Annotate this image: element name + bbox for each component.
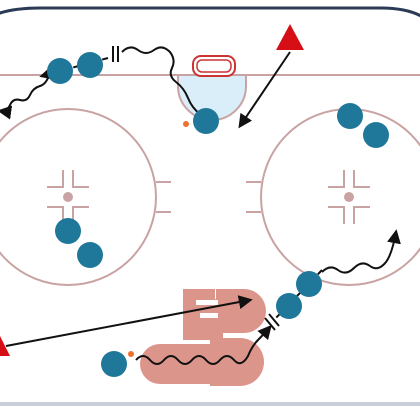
player-marker[interactable]: [77, 52, 103, 78]
goal-net-icon: [192, 55, 236, 77]
puck-icon[interactable]: [128, 351, 134, 357]
skate-paths: [0, 46, 401, 365]
players: [47, 52, 389, 377]
coach-triangle-icon[interactable]: [276, 24, 304, 50]
player-marker[interactable]: [363, 122, 389, 148]
stop-mark-bottom: [264, 313, 280, 331]
faceoff-circle-left: [0, 108, 171, 286]
stop-mark-top: [112, 46, 119, 62]
pass-bottom-coach: [5, 295, 253, 347]
player-marker[interactable]: [296, 271, 322, 297]
coaches: [0, 24, 304, 356]
skate-path-top-left: [0, 71, 51, 120]
pass-top-coach: [238, 51, 291, 129]
player-marker[interactable]: [55, 218, 81, 244]
rink-surface: [0, 8, 420, 404]
puck-icon[interactable]: [183, 121, 189, 127]
player-marker[interactable]: [276, 293, 302, 319]
center-logo-icon: [140, 289, 266, 386]
player-marker[interactable]: [101, 351, 127, 377]
stop-marks: [112, 46, 280, 331]
player-marker[interactable]: [47, 58, 73, 84]
pucks: [128, 121, 189, 357]
coach-triangle-icon[interactable]: [0, 336, 10, 356]
player-marker[interactable]: [337, 103, 363, 129]
skate-path-right: [321, 229, 401, 274]
skate-path-bottom: [135, 324, 272, 365]
player-marker[interactable]: [193, 108, 219, 134]
rink-boards: [0, 6, 420, 18]
skate-path-top-mid: [121, 46, 201, 115]
rink-markings: [0, 55, 420, 386]
player-marker[interactable]: [77, 242, 103, 268]
